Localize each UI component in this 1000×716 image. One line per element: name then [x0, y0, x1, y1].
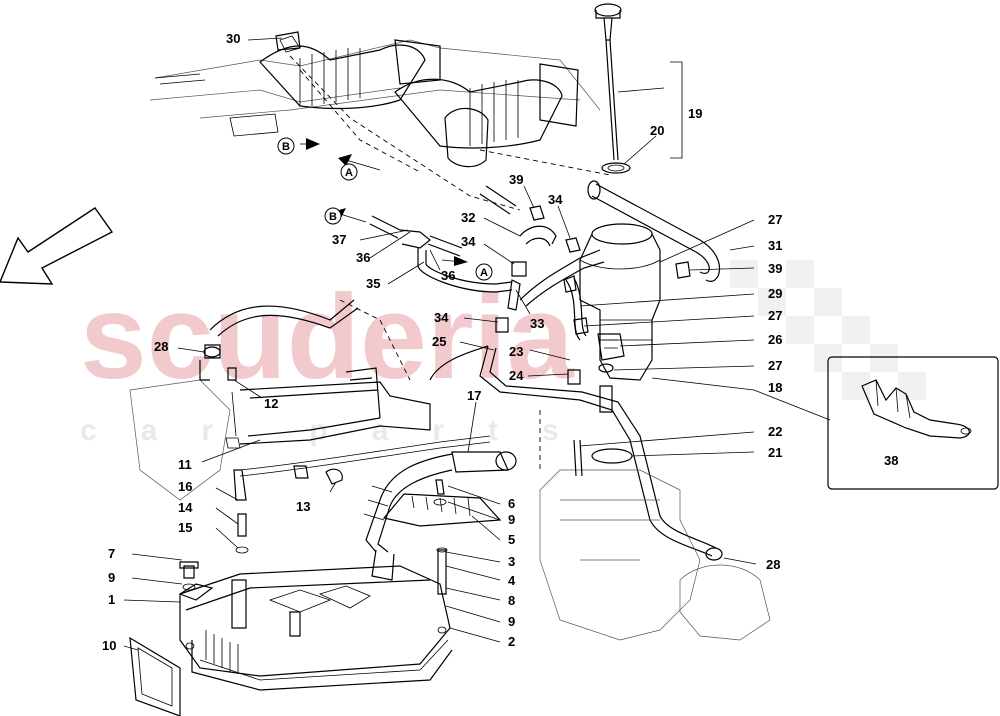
callout-2: 2: [508, 634, 515, 649]
callout-7: 7: [108, 546, 115, 561]
dashed-routing-lines: [289, 55, 611, 470]
breather-hoses: [369, 180, 721, 341]
callout-28-left: 28: [154, 339, 168, 354]
callout-3: 3: [508, 554, 515, 569]
callout-26: 26: [768, 332, 782, 347]
callout-29: 29: [768, 286, 782, 301]
marker-b-lower: B: [324, 207, 342, 225]
callout-20: 20: [650, 123, 664, 138]
callout-31: 31: [768, 238, 782, 253]
oil-sump: [178, 565, 453, 691]
callout-17: 17: [467, 388, 481, 403]
callout-25: 25: [432, 334, 446, 349]
callout-18: 18: [768, 380, 782, 395]
marker-arrows: [300, 138, 468, 266]
callout-35: 35: [366, 276, 380, 291]
oil-tank: [579, 223, 661, 381]
dipstick-assembly: [594, 3, 631, 174]
gasket: [129, 636, 181, 716]
callout-6: 6: [508, 496, 515, 511]
watermark: scuderia car parts: [80, 260, 926, 447]
callout-34-lower: 34: [434, 310, 449, 325]
callout-37: 37: [332, 232, 346, 247]
marker-label: B: [282, 141, 290, 153]
marker-a-lower: A: [475, 263, 493, 281]
marker-label: B: [329, 211, 337, 223]
gearbox-casing: [539, 439, 771, 641]
callout-10: 10: [102, 638, 116, 653]
callout-19: 19: [688, 106, 702, 121]
callout-38: 38: [884, 453, 898, 468]
callout-39-upper: 39: [509, 172, 523, 187]
callout-9-b: 9: [108, 570, 115, 585]
callout-5: 5: [508, 532, 515, 547]
callout-27-mid: 27: [768, 308, 782, 323]
callout-9-a: 9: [508, 512, 515, 527]
callout-30: 30: [226, 31, 240, 46]
callout-labels: 30 19 20 39 34 32 37 34 36 36 35 27 31 3…: [102, 31, 898, 653]
leader-lines: [123, 37, 831, 651]
oil-pipe: [429, 345, 723, 561]
small-fittings: [179, 31, 691, 591]
callout-27-low: 27: [768, 358, 782, 373]
callout-34-upper: 34: [548, 192, 563, 207]
callout-24: 24: [509, 368, 524, 383]
watermark-main: scuderia: [80, 270, 575, 404]
bracket-inset: [827, 356, 999, 490]
callout-11: 11: [178, 457, 192, 472]
callout-22: 22: [768, 424, 782, 439]
callout-39-right: 39: [768, 261, 782, 276]
callout-21: 21: [768, 445, 782, 460]
callout-27-top: 27: [768, 212, 782, 227]
callout-12: 12: [264, 396, 278, 411]
marker-a-upper: A: [340, 163, 358, 181]
callout-14: 14: [178, 500, 193, 515]
callout-9-c: 9: [508, 614, 515, 629]
callout-36-right: 36: [441, 268, 455, 283]
clip-bracket: [382, 479, 502, 595]
callout-33: 33: [530, 316, 544, 331]
checkered-flag-icon: [730, 260, 926, 400]
callout-16: 16: [178, 479, 192, 494]
intake-plenum: [149, 35, 601, 168]
callout-36-left: 36: [356, 250, 370, 265]
callout-1: 1: [108, 592, 115, 607]
marker-label: A: [345, 167, 353, 179]
callout-32: 32: [461, 210, 475, 225]
callout-4: 4: [508, 573, 516, 588]
callout-15: 15: [178, 520, 192, 535]
marker-b-upper: B: [277, 137, 295, 155]
callout-34-mid: 34: [461, 234, 476, 249]
watermark-sub: car parts: [80, 414, 603, 447]
callout-23: 23: [509, 344, 523, 359]
marker-label: A: [480, 267, 488, 279]
callout-28-right: 28: [766, 557, 780, 572]
front-direction-arrow-icon: [0, 207, 114, 285]
callout-13: 13: [296, 499, 310, 514]
flexible-hose: [233, 435, 517, 581]
callout-8: 8: [508, 593, 515, 608]
